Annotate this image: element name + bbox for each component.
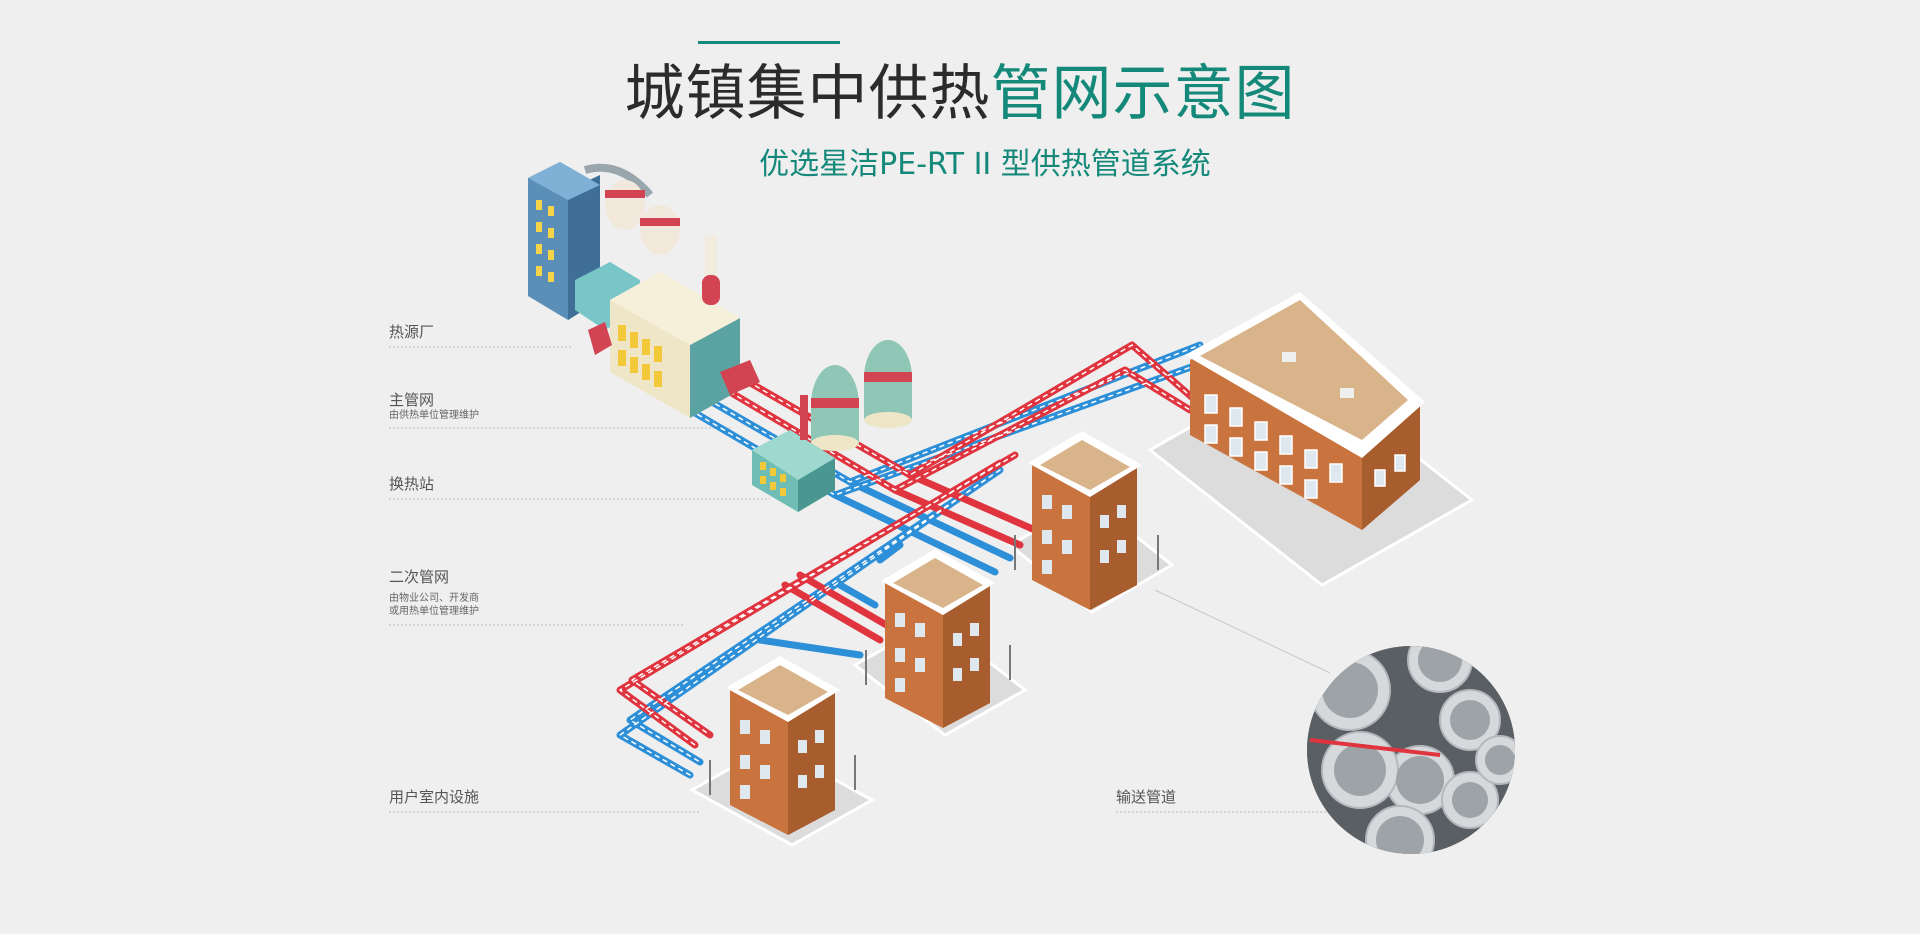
leader-lines (389, 346, 1340, 813)
label-secondary-note-1: 由物业公司、开发商 (389, 593, 479, 604)
title-dark-part: 城镇集中供热 (624, 59, 991, 129)
pipe-callout-line (1154, 589, 1331, 674)
title-accent-bar (698, 41, 840, 44)
residential-buildings (726, 431, 1142, 835)
page-subtitle: 优选星洁PE-RT II 型供热管道系统 (759, 147, 1211, 182)
heat-source-plant (528, 162, 760, 418)
label-indoor-facilities: 用户室内设施 (389, 788, 480, 806)
label-main-network: 主管网 (389, 391, 435, 409)
label-main-network-note: 由供热单位管理维护 (389, 410, 479, 421)
label-exchange-station: 换热站 (389, 475, 435, 493)
label-pipes: 输送管道 (1116, 788, 1177, 806)
label-secondary-network: 二次管网 (389, 568, 450, 586)
pipe-bundle-photo (1307, 646, 1515, 854)
street-lamps (709, 535, 1159, 795)
label-secondary-note-2: 或用热单位管理维护 (389, 606, 479, 617)
large-building (1185, 292, 1425, 530)
label-heat-source: 热源厂 (389, 323, 435, 341)
heat-exchange-station (752, 340, 912, 512)
page-title: 城镇集中供热管网示意图 (0, 54, 1920, 134)
title-accent-part: 管网示意图 (990, 59, 1296, 129)
